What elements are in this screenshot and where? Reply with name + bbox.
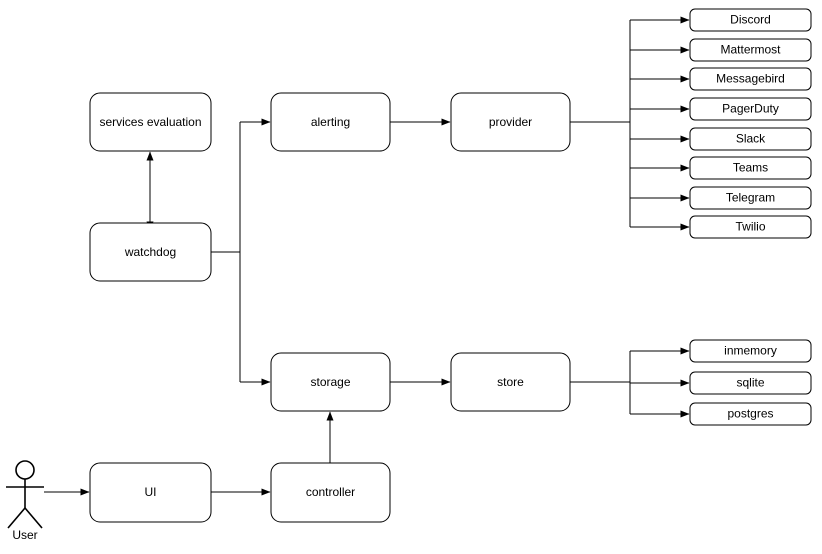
leaf-pagerduty-box[interactable] [689,97,812,121]
node-alerting-box[interactable] [270,92,391,152]
user-label: User [12,528,37,542]
node-ui-box[interactable] [89,462,212,523]
node-services-evaluation-box[interactable] [89,92,212,152]
leaf-postgres[interactable]: postgres [689,402,812,426]
store-list: inmemory sqlite postgres [689,339,812,426]
leaf-twilio-box[interactable] [689,215,812,239]
leaf-twilio[interactable]: Twilio [689,215,812,239]
leaf-sqlite[interactable]: sqlite [689,371,812,395]
leaf-telegram[interactable]: Telegram [689,186,812,210]
leaf-teams[interactable]: Teams [689,156,812,180]
leaf-inmemory-box[interactable] [689,339,812,363]
node-watchdog[interactable]: watchdog [89,222,212,282]
node-controller-box[interactable] [270,462,391,523]
node-storage-box[interactable] [270,352,391,412]
leaf-telegram-box[interactable] [689,186,812,210]
user-head-icon [15,460,35,480]
node-controller[interactable]: controller [270,462,391,523]
leaf-discord-box[interactable] [689,8,812,32]
leaf-teams-box[interactable] [689,156,812,180]
node-store[interactable]: store [450,352,571,412]
leaf-sqlite-box[interactable] [689,371,812,395]
leaf-postgres-box[interactable] [689,402,812,426]
leaf-pagerduty[interactable]: PagerDuty [689,97,812,121]
user-leg-right [24,507,43,529]
node-watchdog-box[interactable] [89,222,212,282]
node-services-evaluation[interactable]: services evaluation [89,92,212,152]
node-provider[interactable]: provider [450,92,571,152]
node-storage[interactable]: storage [270,352,391,412]
actor-user: User [6,460,44,542]
leaf-slack[interactable]: Slack [689,127,812,151]
node-store-box[interactable] [450,352,571,412]
leaf-mattermost[interactable]: Mattermost [689,38,812,62]
leaf-messagebird[interactable]: Messagebird [689,67,812,91]
node-alerting[interactable]: alerting [270,92,391,152]
leaf-inmemory[interactable]: inmemory [689,339,812,363]
provider-list: Discord Mattermost Messagebird PagerDuty… [689,8,812,239]
leaf-slack-box[interactable] [689,127,812,151]
leaf-mattermost-box[interactable] [689,38,812,62]
node-provider-box[interactable] [450,92,571,152]
leaf-discord[interactable]: Discord [689,8,812,32]
node-ui[interactable]: UI [89,462,212,523]
user-leg-left [7,507,26,529]
leaf-messagebird-box[interactable] [689,67,812,91]
